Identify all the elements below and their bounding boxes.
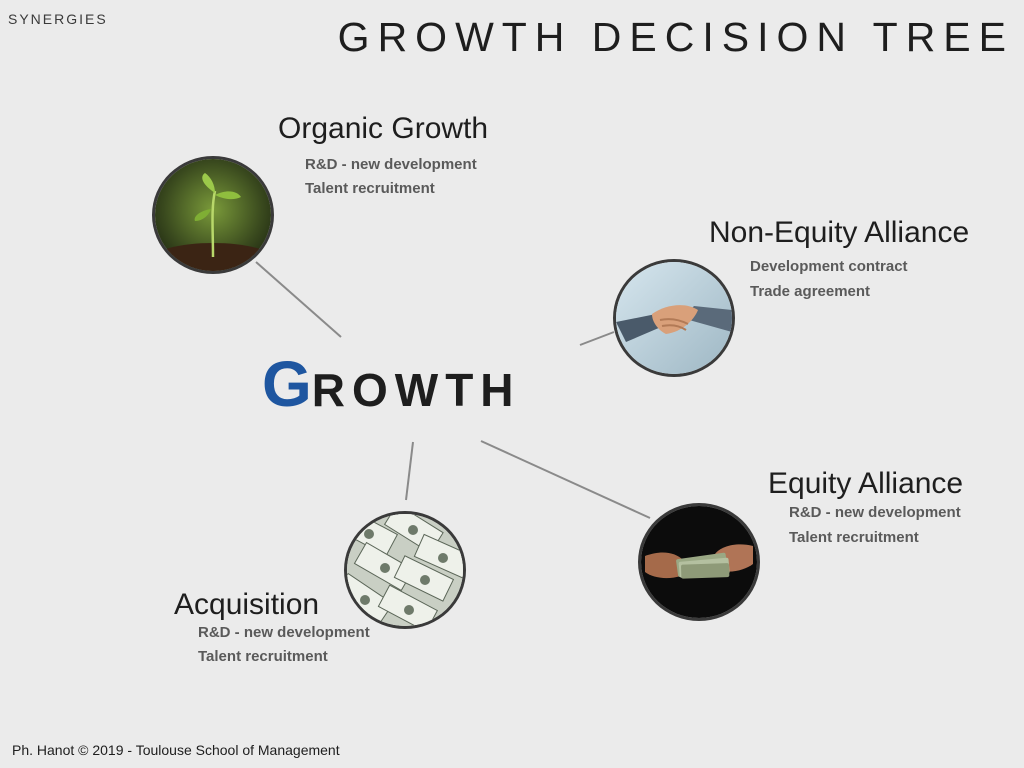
connector-equity [480,440,651,519]
branch-item: R&D - new development [198,624,370,641]
connector-acquisition [405,441,414,501]
branch-item: Trade agreement [750,283,871,300]
section-tag: SYNERGIES [8,11,108,27]
branch-item: Talent recruitment [305,180,435,197]
slide-title: GROWTH DECISION TREE [337,14,1014,60]
center-growth-label: GROWTH [262,352,521,416]
branch-item: Talent recruitment [198,648,328,665]
branch-title-non-equity-alliance: Non-Equity Alliance [709,216,970,249]
footer-credit: Ph. Hanot © 2019 - Toulouse School of Ma… [12,742,340,758]
handshake-photo [613,259,735,377]
center-first-letter: G [262,348,312,420]
branch-title-organic-growth: Organic Growth [278,112,489,145]
connector-organic [255,261,342,338]
seedling-photo [152,156,274,274]
branch-item: R&D - new development [789,504,961,521]
branch-title-equity-alliance: Equity Alliance [768,467,964,500]
cash-exchange-photo [638,503,760,621]
center-rest-letters: ROWTH [311,364,521,416]
branch-title-acquisition: Acquisition [174,588,320,621]
branch-item: Development contract [750,258,908,275]
branch-item: Talent recruitment [789,529,919,546]
dollar-bills-photo [344,511,466,629]
branch-item: R&D - new development [305,156,477,173]
connector-non-equity [579,331,615,346]
